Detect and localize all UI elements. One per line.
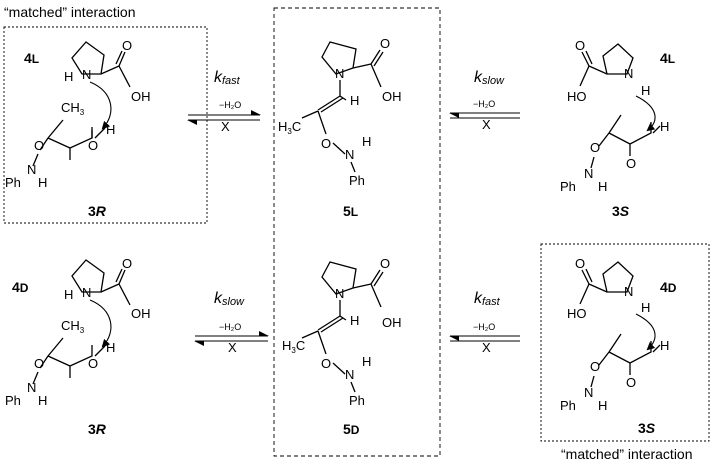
carbonyl-o: O xyxy=(88,138,98,153)
carbonyl-h: H xyxy=(106,122,115,137)
carboxyl-o: O xyxy=(122,38,132,53)
phenyl: Ph xyxy=(5,393,21,408)
svg-text:X: X xyxy=(482,117,491,132)
carboxyl-ho: HO xyxy=(567,306,587,321)
phenyl: Ph xyxy=(349,173,365,188)
carboxyl-o: O xyxy=(575,38,585,53)
arrow-bottom-left: kslow −H₂O X xyxy=(194,290,269,355)
svg-text:kslow: kslow xyxy=(214,290,245,308)
methyl: CH3 xyxy=(61,318,85,335)
product-label: 5D xyxy=(343,421,360,437)
carboxyl-oh: OH xyxy=(382,89,402,104)
methyl: H3C xyxy=(278,119,301,136)
carboxyl-ho: HO xyxy=(567,89,587,104)
vinyl-h: H xyxy=(350,313,359,328)
svg-text:X: X xyxy=(221,119,230,134)
phenyl: Ph xyxy=(5,175,21,190)
phenyl: Ph xyxy=(560,398,576,413)
center-bottom-product: N O OH H H3C O N H Ph 5D xyxy=(282,256,402,437)
aldehyde-label: 3R xyxy=(88,421,107,437)
svg-text:−H₂O: −H₂O xyxy=(473,322,495,332)
aldehyde-label: 3R xyxy=(88,203,107,219)
amine-h: H xyxy=(38,175,47,190)
caption-matched-top: “matched” interaction xyxy=(4,4,136,20)
arrow-top-right: kslow −H₂O X xyxy=(449,69,520,132)
svg-text:kfast: kfast xyxy=(474,290,501,308)
svg-text:X: X xyxy=(482,340,491,355)
ether-o: O xyxy=(590,140,600,155)
carboxyl-oh: OH xyxy=(382,315,402,330)
amine-h: H xyxy=(598,179,607,194)
catalyst-label: 4L xyxy=(24,50,39,66)
carboxyl-oh: OH xyxy=(131,89,151,104)
phenyl: Ph xyxy=(560,179,576,194)
ether-o: O xyxy=(34,138,44,153)
carbonyl-o: O xyxy=(626,375,636,390)
amine-h: H xyxy=(362,134,371,149)
matched-box-bottom-right xyxy=(540,243,710,442)
vinyl-h: H xyxy=(350,93,359,108)
carboxyl-o: O xyxy=(380,36,390,51)
ether-o: O xyxy=(321,136,331,151)
proline-n: N xyxy=(624,66,633,81)
center-products-box xyxy=(273,7,441,457)
amine-n: N xyxy=(584,385,593,400)
ether-o: O xyxy=(590,359,600,374)
proline-n: N xyxy=(82,285,91,300)
amine-h: H xyxy=(38,393,47,408)
phenyl: Ph xyxy=(349,393,365,408)
bottom-right-complex: 4D N H O HO H O O N H Ph 3S xyxy=(560,256,677,436)
amine-n: N xyxy=(584,166,593,181)
carboxyl-o: O xyxy=(122,256,132,271)
catalyst-label: 4L xyxy=(660,50,675,66)
product-label: 5L xyxy=(343,203,358,219)
amine-n: N xyxy=(27,162,36,177)
proline-nh-h: H xyxy=(641,83,650,98)
ether-o: O xyxy=(34,356,44,371)
carbonyl-o: O xyxy=(626,156,636,171)
aldehyde-label: 3S xyxy=(638,420,656,436)
top-left-complex: 4L N H O OH CH3 H O O N H Ph 3R xyxy=(5,38,151,219)
top-right-complex: 4L N H O HO H O O N H Ph 3S xyxy=(560,38,675,219)
carbonyl-h: H xyxy=(106,340,115,355)
ether-o: O xyxy=(321,356,331,371)
carboxyl-o: O xyxy=(575,256,585,271)
arrow-top-left: kfast −H₂O X xyxy=(187,69,261,134)
proline-n: N xyxy=(624,284,633,299)
carbonyl-h: H xyxy=(660,119,669,134)
proline-n: N xyxy=(82,67,91,82)
svg-text:−H₂O: −H₂O xyxy=(219,100,241,110)
catalyst-label: 4D xyxy=(660,279,677,295)
carbonyl-o: O xyxy=(88,356,98,371)
amine-h: H xyxy=(598,398,607,413)
amine-h: H xyxy=(362,354,371,369)
amine-n: N xyxy=(345,147,354,162)
caption-matched-bottom: “matched” interaction xyxy=(561,446,693,462)
center-top-product: N O OH H H3C O N H Ph 5L xyxy=(278,36,402,219)
svg-text:kfast: kfast xyxy=(214,69,241,87)
carboxyl-oh: OH xyxy=(131,306,151,321)
matched-box-top-left xyxy=(3,26,208,224)
catalyst-label: 4D xyxy=(12,279,29,295)
methyl: CH3 xyxy=(61,100,85,117)
proline-nh-h: H xyxy=(64,69,73,84)
carbonyl-h: H xyxy=(660,338,669,353)
svg-text:kslow: kslow xyxy=(474,69,505,87)
svg-text:−H₂O: −H₂O xyxy=(219,322,241,332)
arrow-bottom-right: kfast −H₂O X xyxy=(449,290,520,355)
svg-text:X: X xyxy=(228,340,237,355)
proline-nh-h: H xyxy=(641,300,650,315)
enamine-n: N xyxy=(335,286,344,301)
carboxyl-o: O xyxy=(380,256,390,271)
amine-n: N xyxy=(27,380,36,395)
aldehyde-label: 3S xyxy=(612,203,630,219)
amine-n: N xyxy=(345,367,354,382)
methyl: H3C xyxy=(282,338,305,355)
proline-nh-h: H xyxy=(64,287,73,302)
bottom-left-complex: 4D N H O OH CH3 H O O N H Ph 3R xyxy=(5,256,151,437)
svg-text:−H₂O: −H₂O xyxy=(473,99,495,109)
enamine-n: N xyxy=(335,66,344,81)
